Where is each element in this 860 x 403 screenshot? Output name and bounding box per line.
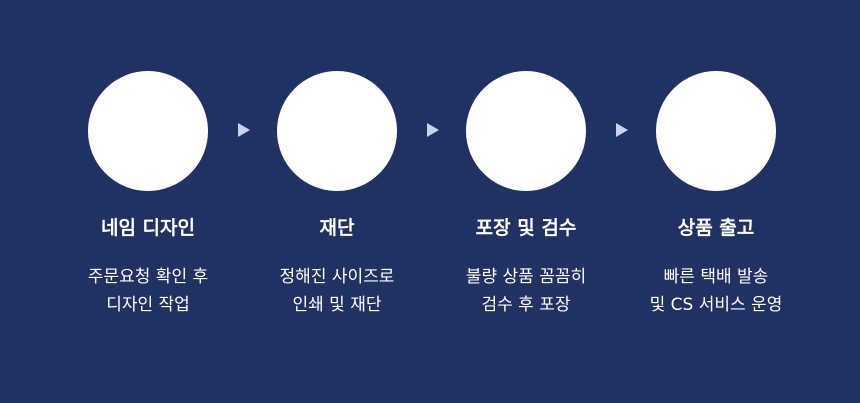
triangle-right-icon [238,123,250,137]
step-cutting: 재단 정해진 사이즈로 인쇄 및 재단 [242,71,432,319]
step-packing-inspection: 포장 및 검수 불량 상품 꼼꼼히 검수 후 포장 [431,71,621,319]
step-title: 상품 출고 [677,217,755,239]
step-description: 주문요청 확인 후 디자인 작업 [53,263,243,319]
step-circle [466,71,586,191]
triangle-right-icon [427,123,439,137]
step-circle [656,71,776,191]
step-description-line: 인쇄 및 재단 [292,295,382,315]
step-description: 불량 상품 꼼꼼히 검수 후 포장 [431,263,621,319]
step-description-line: 및 CS 서비스 운영 [649,295,783,315]
step-title: 네임 디자인 [100,217,195,239]
step-description-line: 빠른 택배 발송 [663,267,769,287]
step-description-line: 정해진 사이즈로 [279,267,395,287]
step-description-line: 불량 상품 꼼꼼히 [465,267,587,287]
step-description-line: 검수 후 포장 [481,295,571,315]
step-description: 정해진 사이즈로 인쇄 및 재단 [242,263,432,319]
triangle-right-icon [616,123,628,137]
step-title: 재단 [319,217,355,239]
step-shipping: 상품 출고 빠른 택배 발송 및 CS 서비스 운영 [621,71,811,319]
step-description: 빠른 택배 발송 및 CS 서비스 운영 [621,263,811,319]
step-description-line: 디자인 작업 [106,295,190,315]
step-description-line: 주문요청 확인 후 [87,267,209,287]
step-circle [88,71,208,191]
step-name-design: 네임 디자인 주문요청 확인 후 디자인 작업 [53,71,243,319]
step-circle [277,71,397,191]
step-title: 포장 및 검수 [475,217,577,239]
